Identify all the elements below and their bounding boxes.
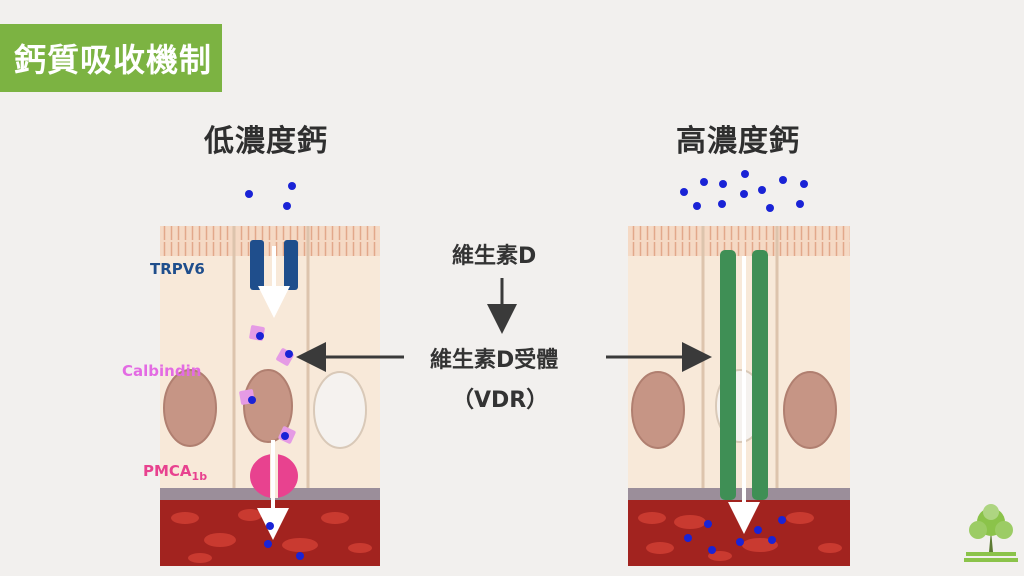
calcium-ion xyxy=(266,522,274,530)
calcium-ion xyxy=(704,520,712,528)
right-blood-vessel xyxy=(628,500,850,566)
calcium-ion xyxy=(296,552,304,560)
left-heading: 低濃度鈣 xyxy=(204,124,328,159)
calcium-ion xyxy=(718,200,726,208)
trpv6-channel xyxy=(250,240,264,290)
calcium-ion xyxy=(796,200,804,208)
calcium-ion xyxy=(740,190,748,198)
left-microvilli xyxy=(160,226,380,256)
nucleus xyxy=(783,371,837,449)
vdr-abbr-label: （VDR） xyxy=(452,388,549,413)
calcium-ion xyxy=(719,180,727,188)
calcium-ion xyxy=(758,186,766,194)
calcium-ion xyxy=(754,526,762,534)
calcium-ion xyxy=(264,540,272,548)
page-title: 鈣質吸收機制 xyxy=(0,24,222,92)
calcium-ion xyxy=(741,170,749,178)
calbindin-label: Calbindin xyxy=(122,362,202,380)
trpv6-label: TRPV6 xyxy=(150,260,205,278)
calcium-ion xyxy=(693,202,701,210)
calcium-ion xyxy=(800,180,808,188)
calcium-ion xyxy=(768,536,776,544)
basement-membrane xyxy=(628,488,850,500)
paracellular-pathway xyxy=(720,250,736,500)
calcium-ion xyxy=(288,182,296,190)
nucleus xyxy=(313,371,367,449)
calcium-ion xyxy=(684,534,692,542)
calcium-ion xyxy=(245,190,253,198)
calcium-ion xyxy=(708,546,716,554)
calcium-ion xyxy=(779,176,787,184)
tree-logo xyxy=(964,504,1018,562)
calcium-ion xyxy=(680,188,688,196)
calcium-ion xyxy=(283,202,291,210)
right-tissue xyxy=(628,170,850,566)
nucleus xyxy=(163,369,217,447)
pmca-label: PMCA1b xyxy=(143,462,207,483)
right-heading: 高濃度鈣 xyxy=(676,124,800,159)
left-tissue xyxy=(160,182,380,566)
pmca-text: PMCA xyxy=(143,462,192,480)
calcium-ion xyxy=(700,178,708,186)
nucleus xyxy=(631,371,685,449)
vitamin-d-label: 維生素D xyxy=(452,244,537,269)
calcium-ion xyxy=(766,204,774,212)
calcium-ion xyxy=(736,538,744,546)
calcium-ion xyxy=(778,516,786,524)
vdr-label: 維生素D受體 xyxy=(430,348,559,373)
nucleus xyxy=(243,369,293,443)
right-microvilli xyxy=(628,226,850,256)
pmca-subscript: 1b xyxy=(191,470,208,483)
